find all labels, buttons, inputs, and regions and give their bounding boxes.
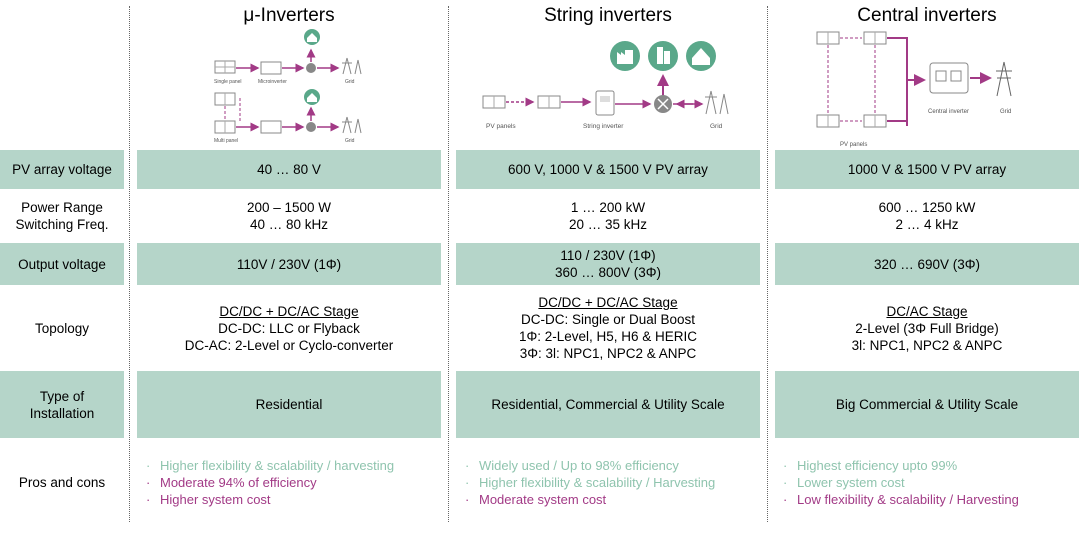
factory-icon <box>610 41 640 71</box>
grid-tower-icon <box>342 57 362 75</box>
cell-string-installation: Residential, Commercial & Utility Scale <box>456 371 760 438</box>
list-item: ·Moderate 94% of efficiency <box>146 475 317 490</box>
column-header-micro: μ-Inverters <box>243 5 335 26</box>
svg-text:PV panels: PV panels <box>486 123 516 130</box>
solar-panel-icon <box>816 31 840 45</box>
house-icon <box>304 29 320 45</box>
separator-1 <box>129 6 130 522</box>
central-inverter-diagram: Central inverter Grid PV panels <box>816 31 1012 148</box>
solar-panel-icon <box>863 114 887 128</box>
list-item: ·Moderate system cost <box>465 492 607 507</box>
solar-panel-icon <box>816 114 840 128</box>
solar-panel-icon <box>482 95 506 109</box>
building-icon <box>648 41 678 71</box>
string-inverter-icon <box>595 90 615 116</box>
pros-cons-string: ·Widely used / Up to 98% efficiency ·Hig… <box>465 457 715 508</box>
svg-text:Grid: Grid <box>710 123 723 130</box>
cell-micro-topology: DC/DC + DC/AC Stage DC-DC: LLC or Flybac… <box>184 303 394 353</box>
microinverter-icon <box>260 120 282 134</box>
svg-text:Central inverter: Central inverter <box>928 109 969 115</box>
list-item: ·Higher system cost <box>146 492 271 507</box>
svg-text:Grid: Grid <box>345 79 355 85</box>
house-icon <box>304 89 320 105</box>
junction-icon <box>306 122 316 132</box>
cell-micro-output: 110V / 230V (1Φ) <box>137 243 441 285</box>
list-item: ·Widely used / Up to 98% efficiency <box>465 458 679 473</box>
cell-central-output: 320 … 690V (3Φ) <box>775 243 1079 285</box>
cell-micro-installation: Residential <box>137 371 441 438</box>
list-item: ·Low flexibility & scalability / Harvest… <box>783 492 1019 507</box>
svg-text:Single panel: Single panel <box>214 79 242 85</box>
solar-panel-icon <box>214 92 236 106</box>
cell-central-installation: Big Commercial & Utility Scale <box>775 371 1079 438</box>
central-inverter-icon <box>929 62 969 94</box>
pros-cons-central: ·Highest efficiency upto 99% ·Lower syst… <box>783 457 1019 508</box>
separator-2 <box>448 6 449 522</box>
pros-cons-micro: ·Higher flexibility & scalability / harv… <box>146 457 394 508</box>
house-icon <box>686 41 716 71</box>
string-inverter-diagram: PV panels String inverter Grid <box>482 41 729 130</box>
list-item: ·Lower system cost <box>783 475 905 490</box>
microinverter-icon <box>260 61 282 75</box>
row-label-topology: Topology <box>34 320 90 336</box>
cell-micro-pv-voltage: 40 … 80 V <box>137 150 441 189</box>
svg-text:PV panels: PV panels <box>840 142 867 148</box>
column-header-central: Central inverters <box>857 5 997 26</box>
junction-icon <box>306 63 316 73</box>
micro-inverter-diagram: Single panel Microinverter Grid Multi pa… <box>214 29 362 144</box>
list-item: ·Higher flexibility & scalability / Harv… <box>465 475 716 490</box>
cell-central-pv-voltage: 1000 V & 1500 V PV array <box>775 150 1079 189</box>
cell-central-topology: DC/AC Stage 2-Level (3Φ Full Bridge) 3l:… <box>851 303 1003 353</box>
solar-panel-icon <box>214 120 236 134</box>
svg-text:Multi panel: Multi panel <box>214 138 238 144</box>
list-item: ·Higher flexibility & scalability / harv… <box>146 458 395 473</box>
row-label-pv-voltage: PV array voltage <box>0 150 124 189</box>
cell-string-pv-voltage: 600 V, 1000 V & 1500 V PV array <box>456 150 760 189</box>
separator-3 <box>767 6 768 522</box>
cell-string-output: 110 / 230V (1Φ)360 … 800V (3Φ) <box>456 243 760 285</box>
list-item: ·Highest efficiency upto 99% <box>783 458 958 473</box>
grid-tower-icon <box>342 116 362 134</box>
solar-panel-icon <box>863 31 887 45</box>
column-header-string: String inverters <box>544 5 672 26</box>
svg-text:Grid: Grid <box>1000 109 1011 115</box>
cell-string-topology: DC/DC + DC/AC Stage DC-DC: Single or Dua… <box>518 295 698 361</box>
row-label-pros-cons: Pros and cons <box>18 474 106 490</box>
solar-panel-icon <box>537 95 561 109</box>
svg-text:Grid: Grid <box>345 138 355 144</box>
svg-text:String inverter: String inverter <box>583 123 624 130</box>
solar-panel-icon <box>214 60 236 74</box>
grid-tower-icon <box>705 90 729 115</box>
row-label-output-voltage: Output voltage <box>0 243 124 285</box>
svg-text:Microinverter: Microinverter <box>258 79 287 85</box>
grid-tower-icon <box>996 61 1012 97</box>
